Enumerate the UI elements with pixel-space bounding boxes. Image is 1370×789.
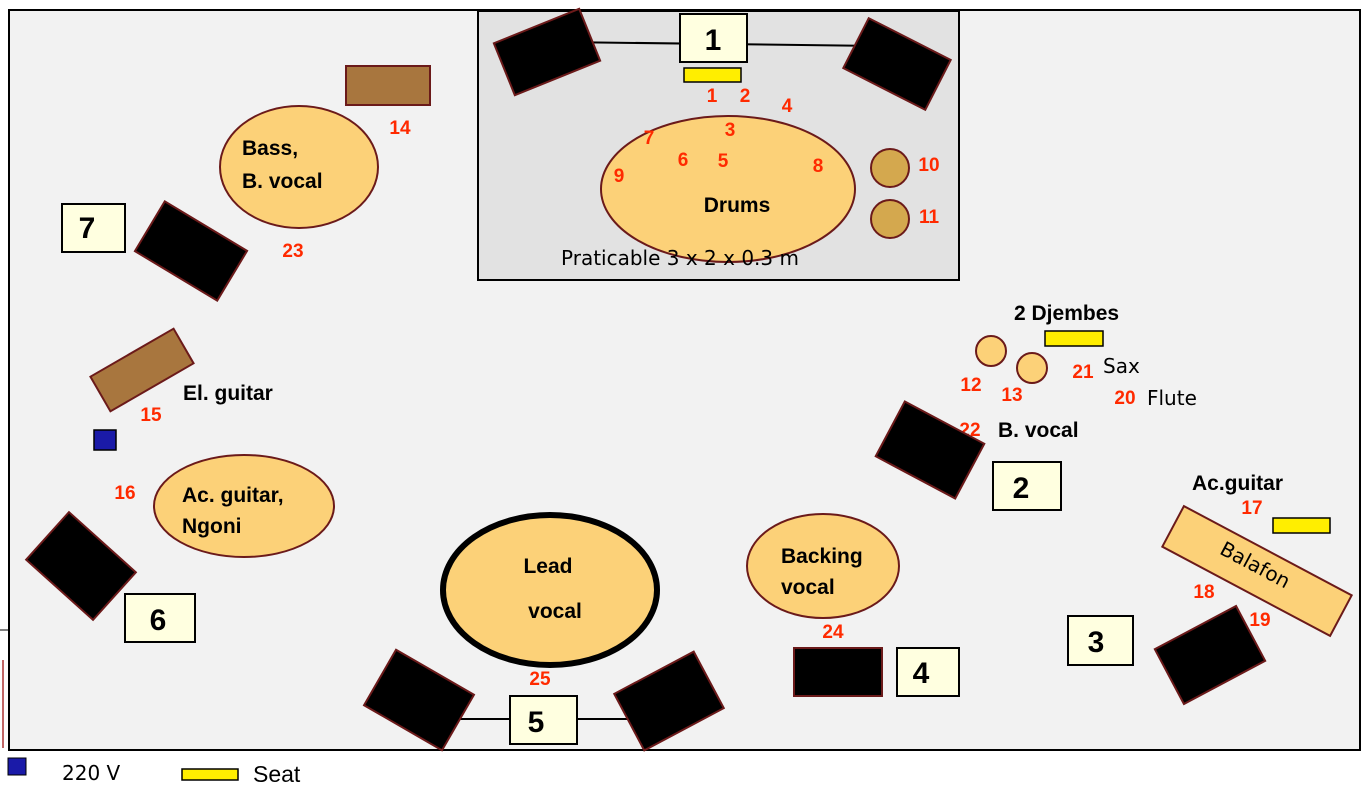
- channel-number: 21: [1072, 362, 1094, 383]
- channel-number: 4: [782, 96, 793, 117]
- percussion-drum: [870, 148, 910, 188]
- channel-number: 3: [725, 120, 736, 141]
- channel-number: 23: [282, 241, 303, 262]
- channel-number: 25: [529, 669, 551, 690]
- monitor-number: 3: [1088, 626, 1105, 659]
- balafon: [1160, 504, 1354, 638]
- lead-vocal-label: Lead: [523, 555, 572, 578]
- channel-number: 10: [918, 155, 939, 176]
- monitor-wedge: [612, 650, 726, 752]
- channel-number: 16: [114, 483, 135, 504]
- monitor-number-box: [992, 461, 1062, 511]
- flute-label: Flute: [1147, 386, 1197, 410]
- monitor-wedge: [1153, 604, 1267, 706]
- drums-label: Drums: [704, 194, 771, 217]
- guitar-amp: [89, 327, 195, 413]
- legend-power-label: 220 V: [62, 761, 121, 785]
- channel-number: 5: [718, 151, 729, 172]
- monitor-number-box: [509, 695, 578, 745]
- monitor-number: 7: [79, 212, 96, 245]
- legend-seat-label: Seat: [253, 761, 301, 787]
- ac-guitar-ngoni-label: Ngoni: [182, 515, 241, 538]
- monitor-wedge: [133, 200, 249, 302]
- monitor-wedge: [24, 510, 138, 622]
- guitarist-seat: [1272, 517, 1331, 534]
- channel-number: 11: [919, 207, 940, 228]
- channel-number: 19: [1249, 610, 1270, 631]
- channel-number: 1: [707, 86, 718, 107]
- monitor-wedge: [492, 7, 602, 97]
- channel-number: 18: [1193, 582, 1214, 603]
- lead-vocal-label: vocal: [528, 600, 582, 623]
- backing-vocal-position: [746, 513, 900, 619]
- monitor-number: 2: [1013, 472, 1030, 505]
- monitor-number-box: [896, 647, 960, 697]
- monitor-wedge: [793, 647, 883, 697]
- power-outlet: [93, 429, 117, 451]
- djembe: [975, 335, 1007, 367]
- legend-seat-swatch: [181, 768, 239, 781]
- el-guitar-label: El. guitar: [183, 382, 273, 405]
- channel-number: 13: [1001, 385, 1022, 406]
- bass-amp: [345, 65, 431, 106]
- channel-number: 14: [389, 118, 411, 139]
- channel-number: 20: [1114, 388, 1135, 409]
- backing-vocal-label: vocal: [781, 576, 835, 599]
- monitor-number: 5: [528, 706, 545, 739]
- monitor-number-box: [61, 203, 126, 253]
- monitor-wedge: [874, 400, 986, 500]
- monitor-wedge: [362, 648, 476, 752]
- channel-number: 8: [813, 156, 824, 177]
- channel-number: 12: [960, 375, 981, 396]
- channel-number: 7: [644, 128, 655, 149]
- drums-position: [600, 115, 856, 263]
- backing-vocal-label: Backing: [781, 545, 863, 568]
- percussionist-seat: [1044, 330, 1104, 347]
- bass-label: B. vocal: [242, 170, 323, 193]
- monitor-number: 1: [705, 24, 722, 57]
- monitor-wedge: [841, 16, 953, 112]
- channel-number: 2: [740, 86, 751, 107]
- drummer-seat: [683, 67, 742, 83]
- channel-number: 17: [1241, 498, 1262, 519]
- ac-guitar-ngoni-label: Ac. guitar,: [182, 484, 284, 507]
- monitor-number-box: [679, 13, 748, 63]
- channel-number: 24: [822, 622, 844, 643]
- djembes-label: 2 Djembes: [1014, 302, 1119, 325]
- monitor-number: 6: [150, 604, 167, 637]
- channel-number: 15: [140, 405, 162, 426]
- ac-guitar-ngoni-position: [153, 454, 335, 558]
- djembe: [1016, 352, 1048, 384]
- bass-label: Bass,: [242, 137, 298, 160]
- monitor-number: 4: [913, 657, 930, 690]
- bass-position: [219, 105, 379, 229]
- channel-number: 9: [614, 166, 625, 187]
- legend-power-swatch: [7, 757, 27, 776]
- percussion-drum: [870, 199, 910, 239]
- ac-guitar-label: Ac.guitar: [1192, 472, 1283, 495]
- monitor-number-box: [1067, 615, 1134, 666]
- lead-vocal-position: [440, 512, 660, 668]
- platform-label: Praticable 3 x 2 x 0.3 m: [561, 246, 799, 270]
- monitor-number-box: [124, 593, 196, 643]
- sax-label: Sax: [1103, 354, 1140, 378]
- channel-number: 6: [678, 150, 689, 171]
- b-vocal-label: B. vocal: [998, 419, 1079, 442]
